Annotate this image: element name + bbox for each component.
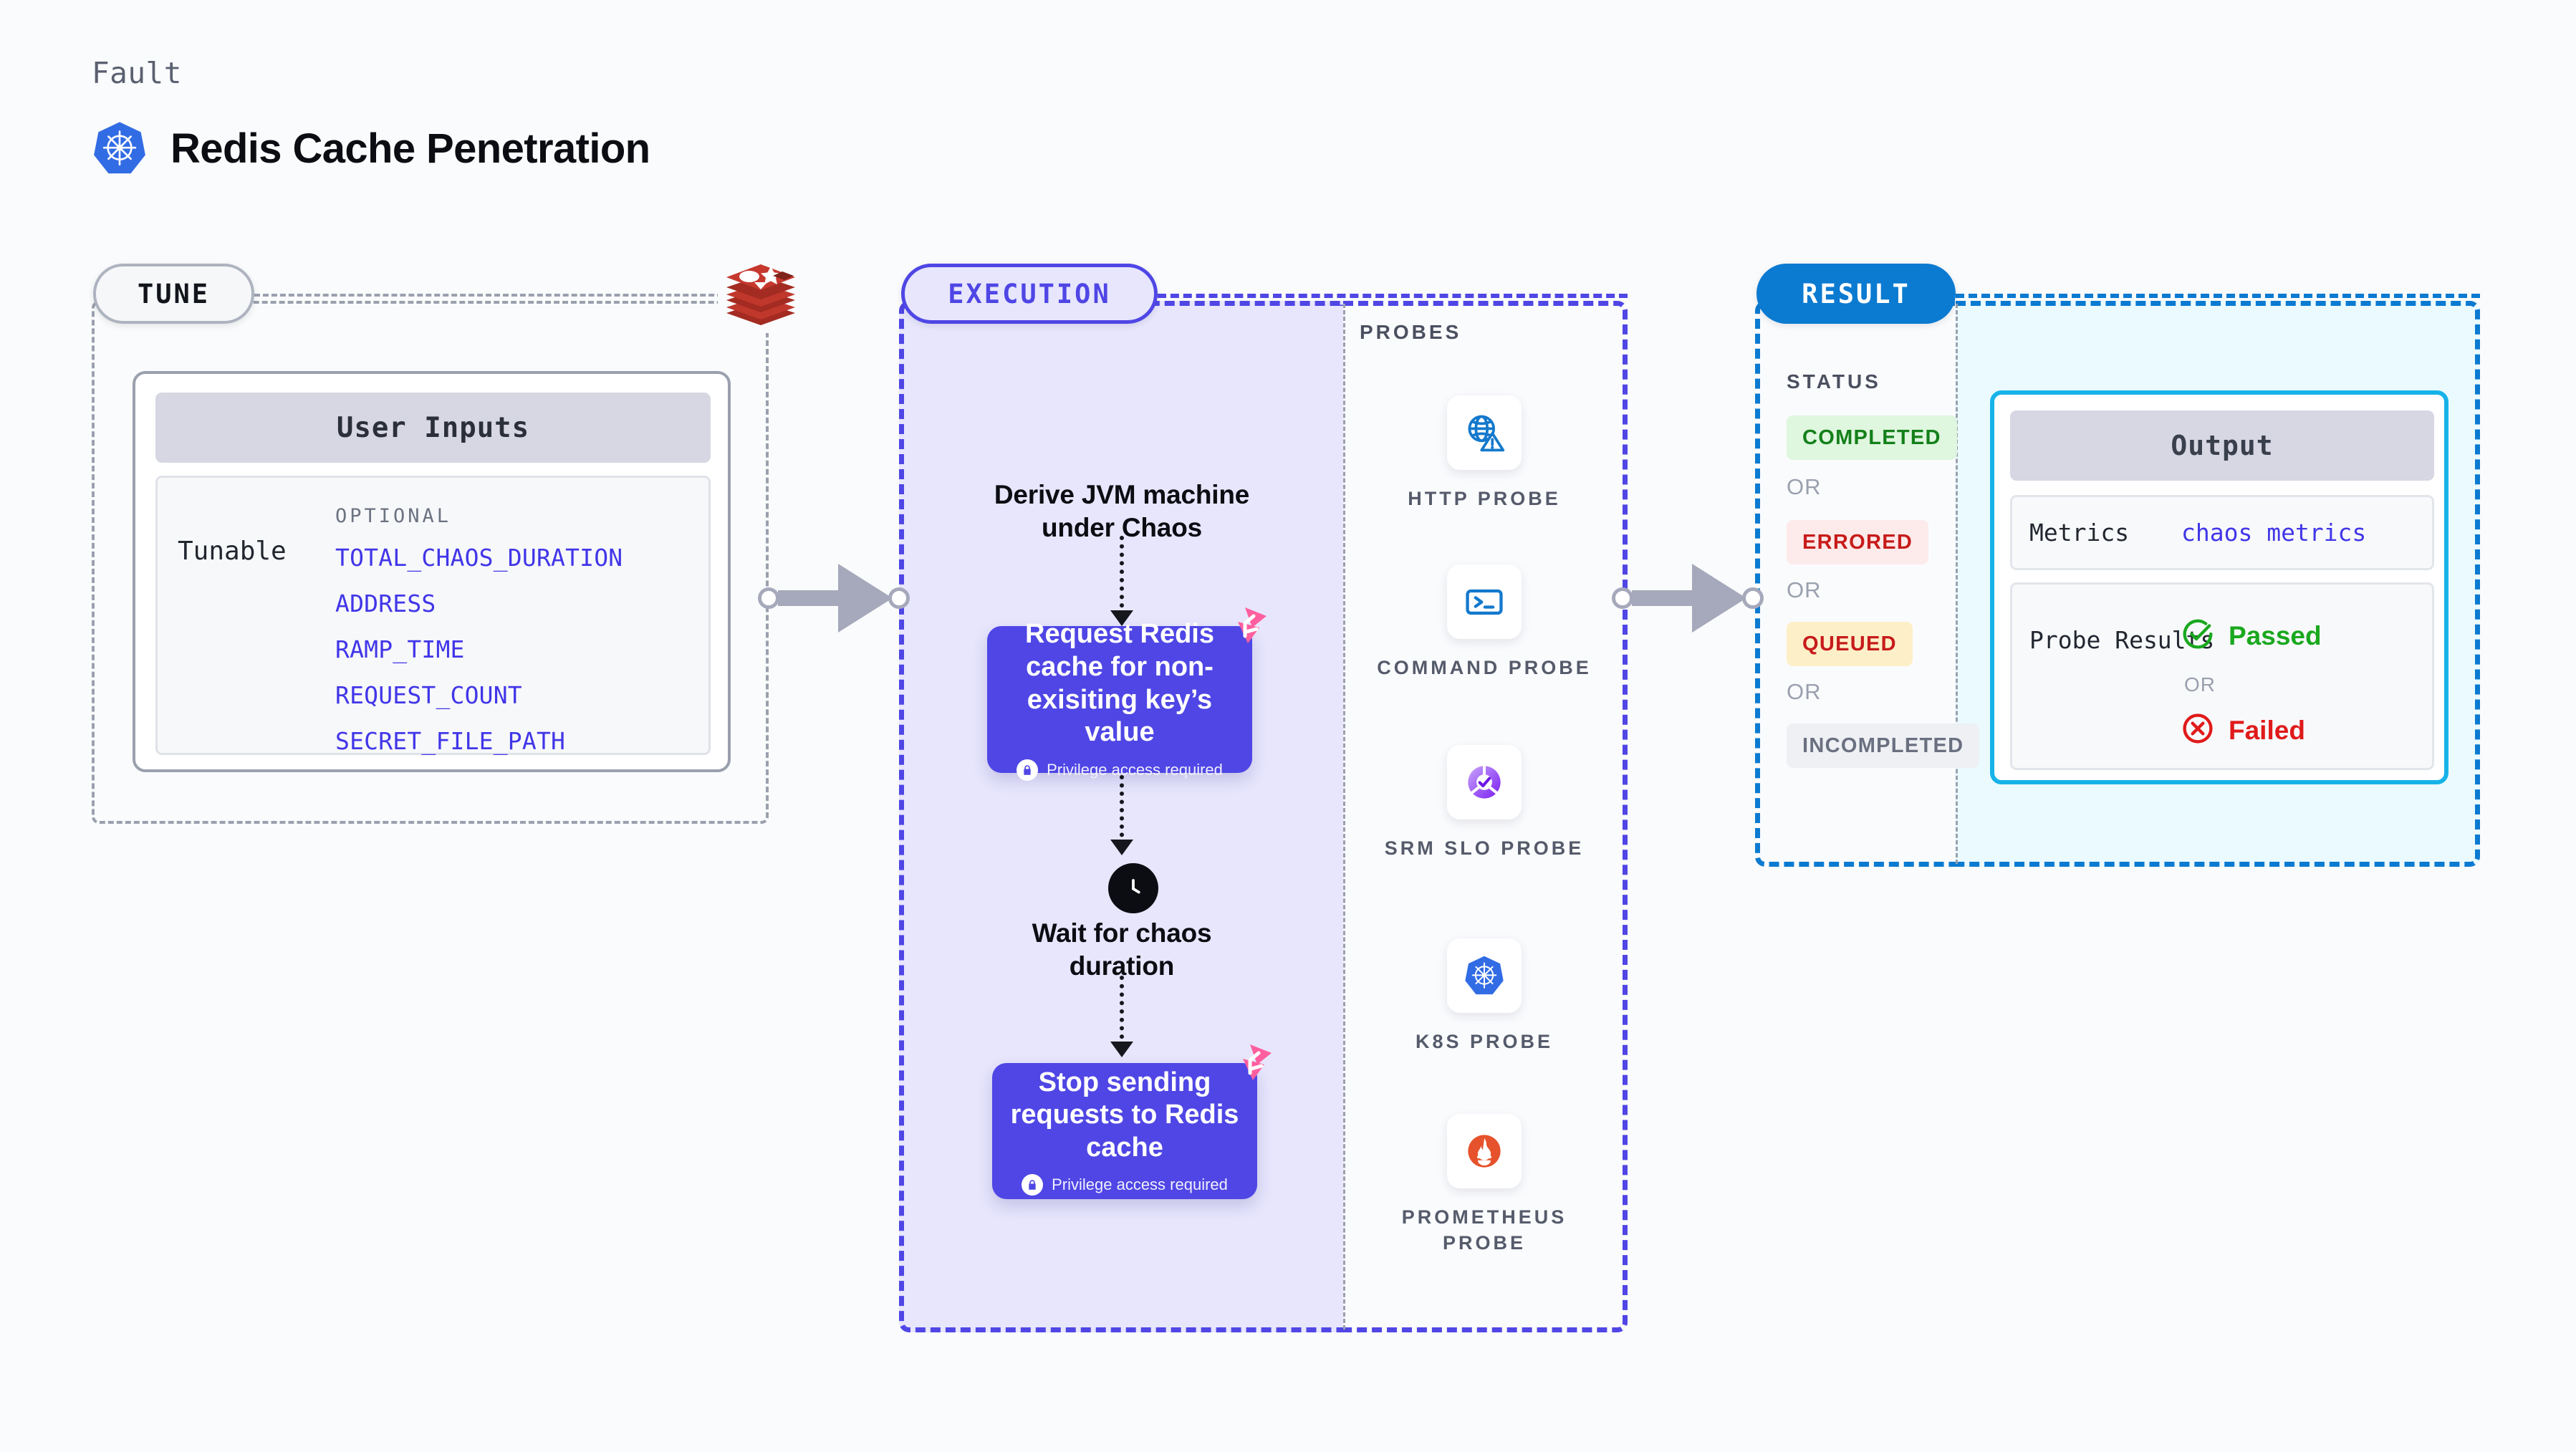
status-badge: ERRORED (1787, 520, 1929, 564)
privilege-note: Privilege access required (1017, 759, 1223, 781)
execution-probes-divider (1343, 304, 1345, 1330)
probe-k8s[interactable]: K8S PROBE (1370, 938, 1599, 1054)
tune-pill[interactable]: TUNE (93, 264, 254, 324)
output-card-title: Output (2010, 410, 2434, 481)
connector-arrowhead (1692, 564, 1746, 633)
probe-label: K8S PROBE (1415, 1031, 1554, 1052)
flow-connector-line (1120, 536, 1124, 616)
x-circle-icon (2181, 712, 2214, 749)
or-separator: OR (1787, 577, 1822, 602)
tune-stage-panel (92, 301, 769, 824)
prometheus-icon (1447, 1114, 1522, 1188)
connector-dot-end (888, 587, 910, 609)
status-badge: INCOMPLETED (1787, 723, 1980, 768)
status-section-title: STATUS (1787, 370, 1881, 393)
output-card: Output Metrics chaos metrics Probe Resul… (1990, 390, 2448, 784)
check-circle-icon (2181, 617, 2214, 654)
flow-arrowhead (1110, 840, 1133, 855)
status-badge: COMPLETED (1787, 415, 1957, 460)
result-leader-line (1956, 294, 2480, 298)
or-separator: OR (1787, 679, 1822, 704)
privilege-note-text: Privilege access required (1047, 760, 1223, 779)
tune-leader-line (254, 294, 749, 297)
probe-result-passed: Passed (2181, 617, 2322, 654)
lock-icon (1017, 759, 1039, 781)
page-title: Redis Cache Penetration (170, 125, 650, 172)
probe-label: PROMETHEUS PROBE (1401, 1206, 1567, 1254)
page-header: Redis Cache Penetration (92, 120, 650, 176)
user-inputs-body: Tunable OPTIONAL TOTAL_CHAOS_DURATION AD… (155, 476, 711, 755)
globe-warning-icon (1447, 395, 1522, 470)
probe-label: SRM SLO PROBE (1384, 837, 1585, 859)
probe-http[interactable]: HTTP PROBE (1370, 395, 1599, 511)
clock-icon (1108, 863, 1158, 913)
execution-pill[interactable]: EXECUTION (901, 264, 1158, 324)
passed-label: Passed (2229, 620, 2322, 650)
execution-action-box[interactable]: Request Redis cache for non-exisiting ke… (987, 607, 1267, 781)
execution-action-box[interactable]: Stop sending requests to Redis cache Pri… (992, 1044, 1272, 1199)
redis-logo-icon (718, 254, 804, 333)
lock-icon (1022, 1174, 1044, 1196)
tunable-row-label: Tunable (178, 537, 287, 566)
connector-dot-start (758, 587, 779, 609)
user-inputs-title: User Inputs (155, 393, 711, 463)
connector-dot-end (1742, 587, 1764, 609)
chaos-badge-icon (1221, 1043, 1273, 1090)
output-metrics-row: Metrics chaos metrics (2010, 495, 2434, 570)
metrics-value[interactable]: chaos metrics (2181, 519, 2367, 547)
flow-arrowhead (1110, 610, 1133, 626)
kubernetes-icon (92, 120, 148, 176)
chaos-badge-icon (1216, 606, 1268, 653)
optional-label: OPTIONAL (335, 505, 452, 527)
execution-leader-line (1158, 294, 1628, 298)
execution-action-title: Request Redis cache for non-exisiting ke… (1025, 619, 1214, 748)
probes-section-title: PROBES (1360, 321, 1462, 343)
flow-connector-line (1120, 976, 1124, 1047)
output-probe-results-row: Probe Results Passed OR (2010, 582, 2434, 770)
result-pill[interactable]: RESULT (1756, 264, 1956, 324)
probe-result-failed: Failed (2181, 712, 2305, 749)
execution-step-caption: Wait for chaos duration (1032, 918, 1212, 981)
result-output-divider (1956, 304, 1958, 864)
list-item[interactable]: ADDRESS (335, 590, 436, 617)
privilege-note-text: Privilege access required (1052, 1175, 1228, 1194)
list-item[interactable]: SECRET_FILE_PATH (335, 727, 566, 755)
terminal-icon (1447, 564, 1522, 639)
result-stage-panel (1755, 301, 1956, 867)
probe-command[interactable]: COMMAND PROBE (1370, 564, 1599, 681)
probe-label: HTTP PROBE (1408, 488, 1561, 509)
fault-kicker: Fault (92, 56, 182, 90)
list-item[interactable]: REQUEST_COUNT (335, 681, 522, 709)
list-item[interactable]: TOTAL_CHAOS_DURATION (335, 544, 623, 572)
or-separator: OR (1787, 474, 1822, 499)
metrics-label: Metrics (2029, 519, 2130, 547)
kubernetes-icon (1447, 938, 1522, 1013)
flow-arrowhead (1110, 1042, 1133, 1057)
list-item[interactable]: RAMP_TIME (335, 635, 465, 663)
slo-donut-check-icon (1447, 745, 1522, 819)
execution-action-title: Stop sending requests to Redis cache (1010, 1067, 1239, 1163)
privilege-note: Privilege access required (1022, 1174, 1228, 1196)
tunable-variable-list: TOTAL_CHAOS_DURATION ADDRESS RAMP_TIME R… (335, 544, 623, 773)
connector-arrowhead (838, 564, 893, 633)
execution-step-caption: Derive JVM machine under Chaos (994, 480, 1250, 543)
failed-label: Failed (2229, 715, 2305, 745)
user-inputs-card: User Inputs Tunable OPTIONAL TOTAL_CHAOS… (133, 371, 731, 772)
probe-label: COMMAND PROBE (1377, 657, 1592, 678)
status-badge: QUEUED (1787, 622, 1913, 666)
probe-prometheus[interactable]: PROMETHEUS PROBE (1370, 1114, 1599, 1256)
connector-dot-start (1612, 587, 1633, 609)
flow-connector-line (1120, 775, 1124, 845)
or-separator: OR (2184, 673, 2216, 696)
probe-srm-slo[interactable]: SRM SLO PROBE (1370, 745, 1599, 861)
